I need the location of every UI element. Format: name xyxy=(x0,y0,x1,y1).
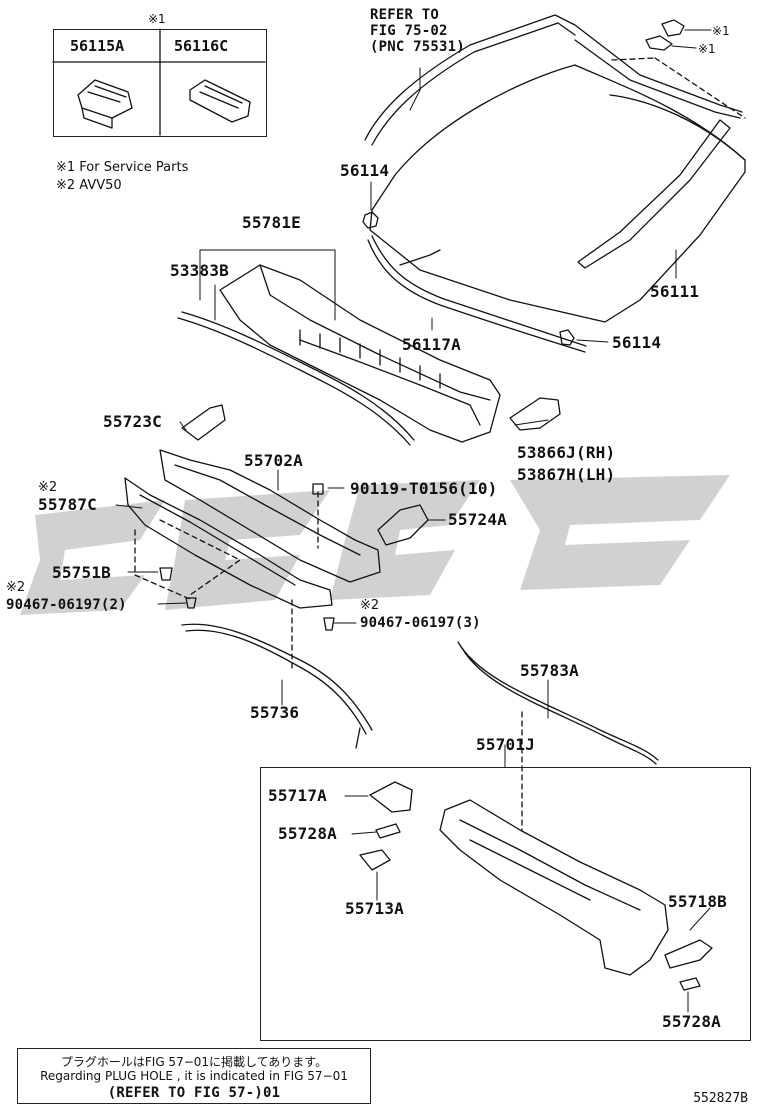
label-53866j[interactable]: 53866J(RH) xyxy=(517,443,616,462)
clip-56115a-icon xyxy=(77,79,133,129)
cowl-top-louver xyxy=(219,264,501,443)
label-55751b[interactable]: 55751B xyxy=(52,563,111,582)
leader-lines xyxy=(115,29,712,1013)
legend-part-56116c: 56116C xyxy=(174,37,229,55)
label-55736[interactable]: 55736 xyxy=(250,703,300,722)
cowl-seal-53383b xyxy=(177,311,415,446)
clip-55751b-icon xyxy=(159,567,173,581)
cowl-panel-55702a xyxy=(159,449,381,583)
footer-line-jp: プラグホールはFIG 57−01に掲載してあります。 xyxy=(60,1055,328,1069)
bracket-55718b-icon xyxy=(664,939,713,969)
refer-windshield-line-2: FIG 75-02 xyxy=(370,23,448,39)
label-55701j[interactable]: 55701J xyxy=(476,735,535,754)
windshield-lower-molding xyxy=(367,235,587,353)
plate-55728a-bottom-icon xyxy=(679,977,701,991)
label-56117a[interactable]: 56117A xyxy=(402,335,461,354)
screw-90467-right-icon xyxy=(323,617,335,631)
label-55713a[interactable]: 55713A xyxy=(345,899,404,918)
stopper-56114-top-icon xyxy=(362,211,379,229)
windshield-side-molding xyxy=(577,119,731,269)
footer-line-ref[interactable]: (REFER TO FIG 57-)01 xyxy=(107,1085,281,1101)
screw-90467-left-icon xyxy=(185,597,197,609)
label-55728a-top[interactable]: 55728A xyxy=(278,824,337,843)
bracket-55717a-icon xyxy=(369,781,413,813)
service-mark-2: ※1 xyxy=(698,42,716,56)
label-90467-right-mark: ※2 xyxy=(360,598,380,613)
cowl-seal-55783a xyxy=(457,641,659,765)
clip-56116c-icon xyxy=(189,79,251,123)
windshield-glass xyxy=(369,64,746,323)
bracket-55713a-icon xyxy=(359,849,391,871)
label-90467-left-mark: ※2 xyxy=(6,580,26,595)
label-55717a[interactable]: 55717A xyxy=(268,786,327,805)
watermark-logo xyxy=(20,475,730,615)
service-clip-icon-1 xyxy=(661,19,685,37)
bracket-55723c-icon xyxy=(181,404,226,441)
footer-line-en: Regarding PLUG HOLE , it is indicated in… xyxy=(40,1069,348,1083)
label-55787c-mark: ※2 xyxy=(38,480,58,495)
document-id: 552827B xyxy=(693,1091,748,1106)
windshield-outer-molding xyxy=(364,14,743,146)
drain-hose-55736 xyxy=(181,623,373,749)
label-55728a-bottom[interactable]: 55728A xyxy=(662,1012,721,1031)
label-55724a[interactable]: 55724A xyxy=(448,510,507,529)
bolt-90119-icon xyxy=(312,483,324,495)
label-53383b[interactable]: 53383B xyxy=(170,261,229,280)
cowl-assembly-inset xyxy=(260,767,751,1041)
service-clip-icon-2 xyxy=(645,35,673,51)
label-56114-top[interactable]: 56114 xyxy=(340,161,390,180)
plate-55728a-top-icon xyxy=(375,823,401,839)
cover-53866j-icon xyxy=(509,397,561,431)
refer-windshield-line-3: (PNC 75531) xyxy=(370,39,465,55)
label-55723c[interactable]: 55723C xyxy=(103,412,162,431)
label-55702a[interactable]: 55702A xyxy=(244,451,303,470)
label-55783a[interactable]: 55783A xyxy=(520,661,579,680)
assembly-guide-lines xyxy=(134,57,746,831)
legend-part-56115a: 56115A xyxy=(70,37,125,55)
label-56111[interactable]: 56111 xyxy=(650,282,700,301)
label-55787c[interactable]: 55787C xyxy=(38,495,97,514)
legend-box: 56115A 56116C xyxy=(53,29,267,137)
label-90119[interactable]: 90119-T0156(10) xyxy=(350,479,498,498)
legend-note-service: ※1 For Service Parts xyxy=(56,160,189,175)
label-90467-right[interactable]: 90467-06197(3) xyxy=(360,615,481,631)
legend-note-avv50: ※2 AVV50 xyxy=(56,178,122,193)
label-56114-bottom[interactable]: 56114 xyxy=(612,333,662,352)
label-55781e[interactable]: 55781E xyxy=(242,213,301,232)
label-90467-left[interactable]: 90467-06197(2) xyxy=(6,597,127,613)
service-mark-1: ※1 xyxy=(712,24,730,38)
cowl-assembly-55701j xyxy=(439,799,669,976)
label-55718b[interactable]: 55718B xyxy=(668,892,727,911)
footer-note-box: プラグホールはFIG 57−01に掲載してあります。 Regarding PLU… xyxy=(17,1048,371,1104)
label-53867h[interactable]: 53867H(LH) xyxy=(517,465,616,484)
refer-windshield-line-1: REFER TO xyxy=(370,7,440,23)
legend-header-mark: ※1 xyxy=(148,12,166,26)
cowl-side-panel-55787c xyxy=(124,477,333,609)
